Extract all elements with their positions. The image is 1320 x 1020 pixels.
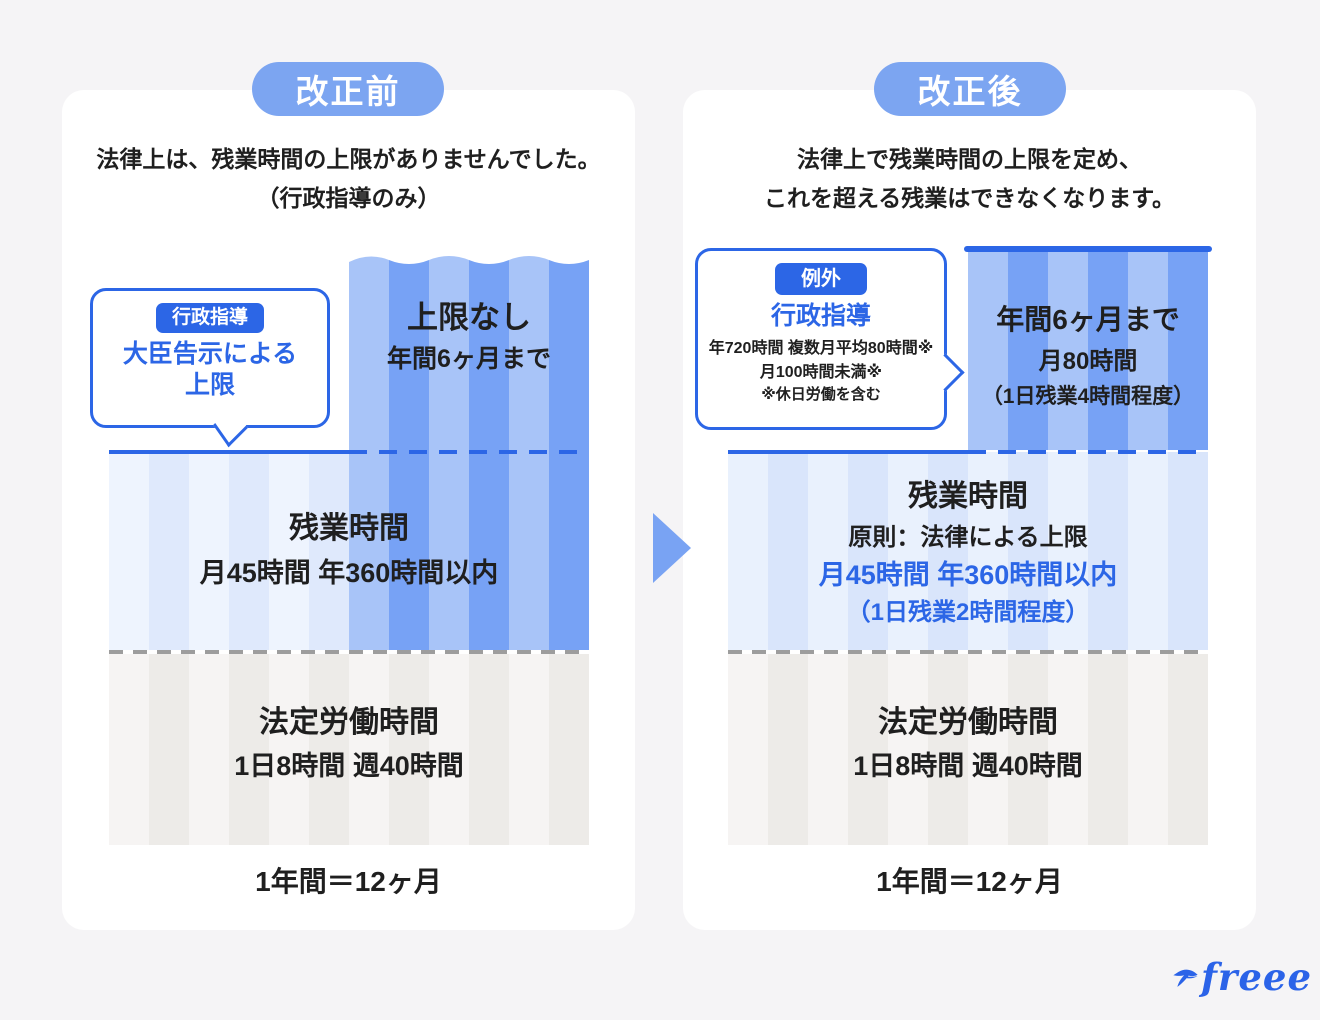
statutory-detail: 1日8時間 週40時間 <box>853 751 1083 781</box>
freee-logo: freee <box>1172 946 1312 1008</box>
legal-cap-line <box>964 246 1212 252</box>
legal-limit-line-dashed <box>968 450 1208 454</box>
intro-line-2: これを超える残業はできなくなります。 <box>763 185 1175 211</box>
callout-body-line-2: 上限 <box>184 371 235 399</box>
admin-guidance-badge: 行政指導 <box>155 303 264 333</box>
overtime-principle: 原則：法律による上限 <box>848 524 1088 551</box>
intro-line-1: 法律上で残業時間の上限を定め、 <box>797 146 1142 172</box>
exception-bar-label: 年間6ヶ月まで 月80時間 （1日残業4時間程度） <box>968 304 1208 407</box>
no-limit-overtime-bar <box>349 250 589 452</box>
no-limit-bar-label: 上限なし 年間6ヶ月まで <box>349 302 589 372</box>
overtime-limit: 月45時間 年360時間以内 <box>199 558 499 588</box>
overtime-note: （1日残業2時間程度） <box>846 599 1090 626</box>
exception-title: 年間6ヶ月まで <box>996 304 1180 335</box>
statutory-title: 法定労働時間 <box>878 706 1058 739</box>
axis-label-before: 1年間＝12ヶ月 <box>255 866 442 897</box>
callout-body-line-1: 大臣告示による <box>122 340 298 368</box>
callout-tail <box>213 405 248 448</box>
exception-callout: 例外 行政指導 年720時間 複数月平均80時間※ 月100時間未満※ ※休日労… <box>695 248 965 430</box>
no-limit-subtitle: 年間6ヶ月まで <box>387 345 551 373</box>
overtime-band-exceeding <box>349 452 589 650</box>
callout-body-line-2: 月100時間未満※ <box>759 364 883 381</box>
panel-after-revision: 法律上で残業時間の上限を定め、 これを超える残業はできなくなります。 年間6ヶ月… <box>683 90 1256 930</box>
exception-subtitle: 月80時間 <box>1038 348 1138 375</box>
statutory-boundary-dashed-line <box>109 650 589 654</box>
statutory-band-label: 法定労働時間 1日8時間 週40時間 <box>728 708 1208 780</box>
intro-text-before: 法律上は、残業時間の上限がありませんでした。 （行政指導のみ） <box>62 140 635 218</box>
exception-overtime-bar <box>968 252 1208 450</box>
intro-text-after: 法律上で残業時間の上限を定め、 これを超える残業はできなくなります。 <box>683 140 1256 218</box>
exception-badge: 例外 <box>775 263 867 295</box>
statutory-hours-band <box>728 654 1208 845</box>
overtime-title: 残業時間 <box>908 480 1028 513</box>
overtime-band <box>728 452 1208 650</box>
exception-note: （1日残業4時間程度） <box>981 385 1195 408</box>
transition-arrow-icon <box>653 513 691 583</box>
overtime-band-label: 残業時間 原則：法律による上限 月45時間 年360時間以内 （1日残業2時間程… <box>728 482 1208 625</box>
swallow-icon <box>1173 969 1198 987</box>
header-pill-after: 改正後 <box>874 62 1066 116</box>
legal-limit-line-solid <box>728 450 968 454</box>
intro-line-1: 法律上は、残業時間の上限がありませんでした。 <box>96 146 601 172</box>
axis-label-after: 1年間＝12ヶ月 <box>876 866 1063 897</box>
callout-body-line-1: 年720時間 複数月平均80時間※ <box>708 340 934 357</box>
statutory-title: 法定労働時間 <box>259 706 439 739</box>
header-pill-before: 改正前 <box>252 62 444 116</box>
overtime-limit: 月45時間 年360時間以内 <box>818 560 1118 590</box>
intro-line-2: （行政指導のみ） <box>256 185 441 211</box>
callout-note: ※休日労働を含む <box>761 386 881 403</box>
overtime-band-label: 残業時間 月45時間 年360時間以内 <box>109 514 589 587</box>
panel-before-revision: 法律上は、残業時間の上限がありませんでした。 （行政指導のみ） 上限なし 年間6… <box>62 90 635 930</box>
logo-text: freee <box>1200 955 1312 999</box>
overtime-title: 残業時間 <box>289 512 409 545</box>
admin-limit-line-solid <box>109 450 349 454</box>
statutory-hours-band <box>109 654 589 845</box>
statutory-boundary-dashed-line <box>728 650 1208 654</box>
statutory-detail: 1日8時間 週40時間 <box>234 751 464 781</box>
statutory-band-label: 法定労働時間 1日8時間 週40時間 <box>109 708 589 780</box>
callout-title: 行政指導 <box>770 302 871 330</box>
overtime-band-within-limit <box>109 452 349 650</box>
no-limit-title: 上限なし <box>407 300 531 335</box>
admin-limit-line-dashed <box>349 450 589 454</box>
admin-guidance-callout: 行政指導 大臣告示による 上限 <box>90 288 330 448</box>
